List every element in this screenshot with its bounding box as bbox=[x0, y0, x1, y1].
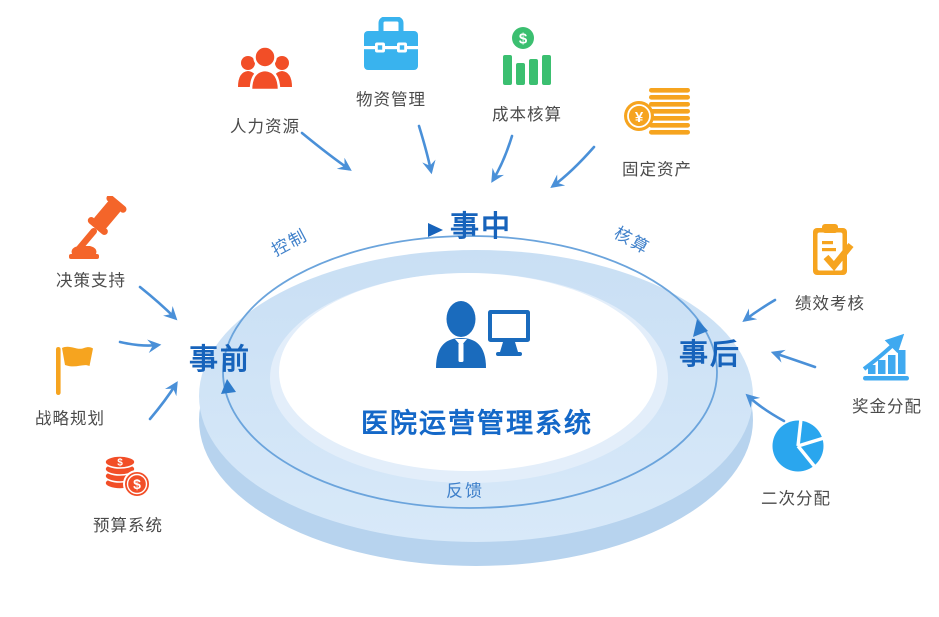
dollar-glyph: $ bbox=[117, 458, 123, 469]
satellite-arrows bbox=[118, 124, 817, 423]
growth-chart-icon bbox=[862, 333, 909, 381]
flow-feedback-label: 反馈 bbox=[446, 481, 484, 501]
hr-people-icon bbox=[238, 45, 292, 92]
flow-arrowhead-to-post bbox=[693, 319, 708, 337]
dollar-glyph: $ bbox=[133, 476, 141, 492]
arrow-perf bbox=[742, 298, 777, 323]
arrow-bonus bbox=[770, 349, 817, 369]
label-bonus: 奖金分配 bbox=[852, 398, 922, 416]
cycle-ring bbox=[199, 250, 753, 566]
manager-computer-icon bbox=[436, 301, 530, 368]
flow-arc bbox=[221, 223, 718, 509]
label-decision: 决策支持 bbox=[56, 272, 126, 290]
clipboard-check-icon bbox=[813, 224, 854, 275]
arrow-material bbox=[417, 124, 436, 175]
arrow-hr bbox=[300, 131, 352, 171]
flow-arrowhead-to-pre bbox=[221, 379, 236, 394]
flow-arrowhead-to-mid bbox=[428, 223, 443, 237]
phase-post-label: 事后 bbox=[678, 339, 742, 371]
label-secondary: 二次分配 bbox=[761, 490, 831, 508]
gavel-icon bbox=[69, 196, 127, 259]
diagram-title: 医院运营管理系统 bbox=[361, 408, 593, 439]
arrow-cost bbox=[491, 134, 514, 183]
label-fixed: 固定资产 bbox=[622, 161, 692, 179]
flag-icon bbox=[56, 346, 93, 395]
yuan-glyph: ¥ bbox=[635, 109, 644, 126]
dollar-glyph: $ bbox=[519, 31, 528, 48]
briefcase-icon bbox=[364, 17, 418, 70]
cost-bars-icon: $ bbox=[503, 27, 551, 85]
phase-mid-label: 事中 bbox=[449, 211, 513, 243]
arrow-fixed bbox=[550, 145, 596, 189]
label-budget: 预算系统 bbox=[93, 517, 163, 535]
arrow-strategy bbox=[118, 339, 162, 353]
budget-coins-icon: $ $ bbox=[104, 455, 151, 498]
label-hr: 人力资源 bbox=[230, 118, 300, 136]
label-perf: 绩效考核 bbox=[795, 295, 865, 313]
label-strategy: 战略规划 bbox=[35, 410, 105, 428]
arrow-decision bbox=[138, 285, 178, 321]
arrow-budget bbox=[148, 381, 178, 421]
phase-pre-label: 事前 bbox=[188, 344, 252, 376]
pie-chart-icon bbox=[772, 418, 825, 472]
label-material: 物资管理 bbox=[356, 91, 426, 109]
arrow-secondary bbox=[745, 393, 786, 423]
label-cost: 成本核算 bbox=[492, 106, 562, 124]
fixed-assets-icon: ¥ bbox=[624, 88, 690, 135]
